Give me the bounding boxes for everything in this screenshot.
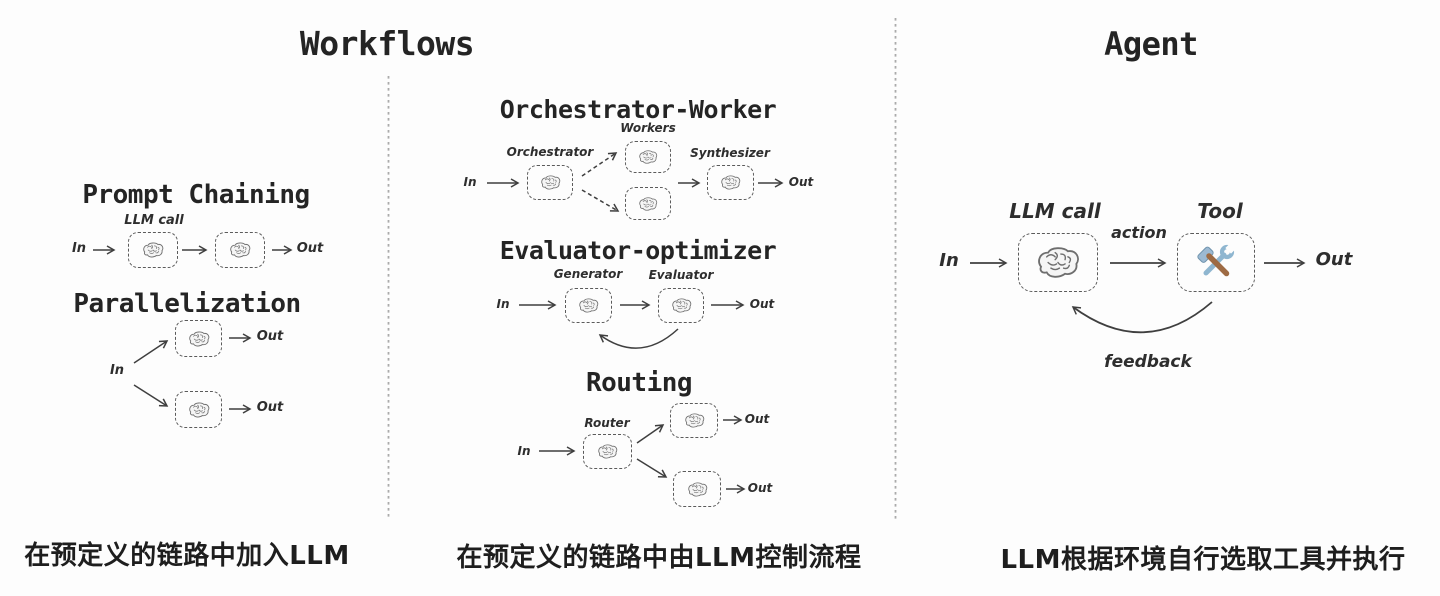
- brain-icon: [187, 401, 211, 419]
- llm-call-label: LLM call: [1009, 199, 1101, 223]
- brain-icon: [187, 330, 211, 348]
- parallelization-title: Parallelization: [73, 289, 301, 319]
- output-label: Out: [296, 241, 324, 256]
- action-label: action: [1111, 223, 1167, 242]
- llm-node: [175, 391, 222, 428]
- brain-icon: [686, 481, 709, 498]
- router-node: [583, 434, 632, 469]
- brain-icon: [719, 174, 742, 191]
- orchestrator-label: Orchestrator: [506, 145, 594, 159]
- output-label: Out: [1315, 249, 1353, 270]
- llm-node: [673, 471, 721, 507]
- routing-title: Routing: [585, 368, 693, 398]
- tool-label: Tool: [1197, 199, 1243, 223]
- brain-icon: [577, 297, 600, 314]
- output-label: Out: [749, 297, 775, 311]
- brain-icon: [670, 297, 693, 314]
- agent-title: Agent: [1104, 25, 1198, 63]
- brain-icon: [228, 241, 252, 259]
- evaluator-label: Evaluator: [648, 268, 714, 282]
- generator-label: Generator: [553, 267, 623, 281]
- output-label: Out: [747, 481, 773, 495]
- feedback-label: feedback: [1104, 352, 1192, 372]
- brain-icon: [1034, 244, 1082, 281]
- llm-node: [175, 320, 222, 357]
- workflows-title: Workflows: [299, 24, 475, 63]
- evaluator-optimizer-title: Evaluator-optimizer: [499, 236, 777, 265]
- prompt-chaining-title: Prompt Chaining: [82, 180, 310, 210]
- input-label: In: [939, 250, 959, 271]
- brain-icon: [596, 443, 619, 460]
- output-label: Out: [256, 400, 284, 415]
- llm-call-label: LLM call: [124, 213, 184, 228]
- brain-icon: [683, 412, 706, 429]
- input-label: In: [496, 297, 510, 311]
- workers-label: Workers: [620, 121, 676, 135]
- caption-agent: LLM根据环境自行选取工具并执行: [1000, 545, 1406, 575]
- evaluator-node: [658, 288, 704, 323]
- orchestrator-node: [527, 165, 573, 200]
- llm-node: [670, 403, 718, 438]
- brain-icon: [637, 196, 659, 212]
- synthesizer-node: [707, 165, 754, 200]
- input-label: In: [71, 241, 87, 256]
- hammer-and-wrench-icon: [1196, 243, 1236, 283]
- output-label: Out: [256, 329, 284, 344]
- input-label: In: [109, 363, 125, 378]
- orchestrator-worker-title: Orchestrator-Worker: [499, 95, 777, 124]
- output-label: Out: [788, 175, 814, 189]
- tool-node: [1177, 233, 1255, 292]
- brain-icon: [539, 174, 562, 191]
- worker-node: [625, 141, 671, 173]
- caption-workflows-left: 在预定义的链路中加入LLM: [24, 541, 350, 571]
- brain-icon: [637, 149, 659, 165]
- input-label: In: [463, 175, 477, 189]
- brain-icon: [141, 241, 165, 259]
- llm-node: [215, 232, 265, 268]
- synthesizer-label: Synthesizer: [690, 146, 770, 160]
- router-label: Router: [584, 416, 630, 430]
- caption-workflows-middle: 在预定义的链路中由LLM控制流程: [456, 543, 862, 573]
- generator-node: [565, 288, 612, 323]
- output-label: Out: [744, 412, 770, 426]
- llm-node: [128, 232, 178, 268]
- worker-node: [625, 187, 671, 220]
- llm-node: [1018, 233, 1098, 292]
- input-label: In: [517, 444, 531, 458]
